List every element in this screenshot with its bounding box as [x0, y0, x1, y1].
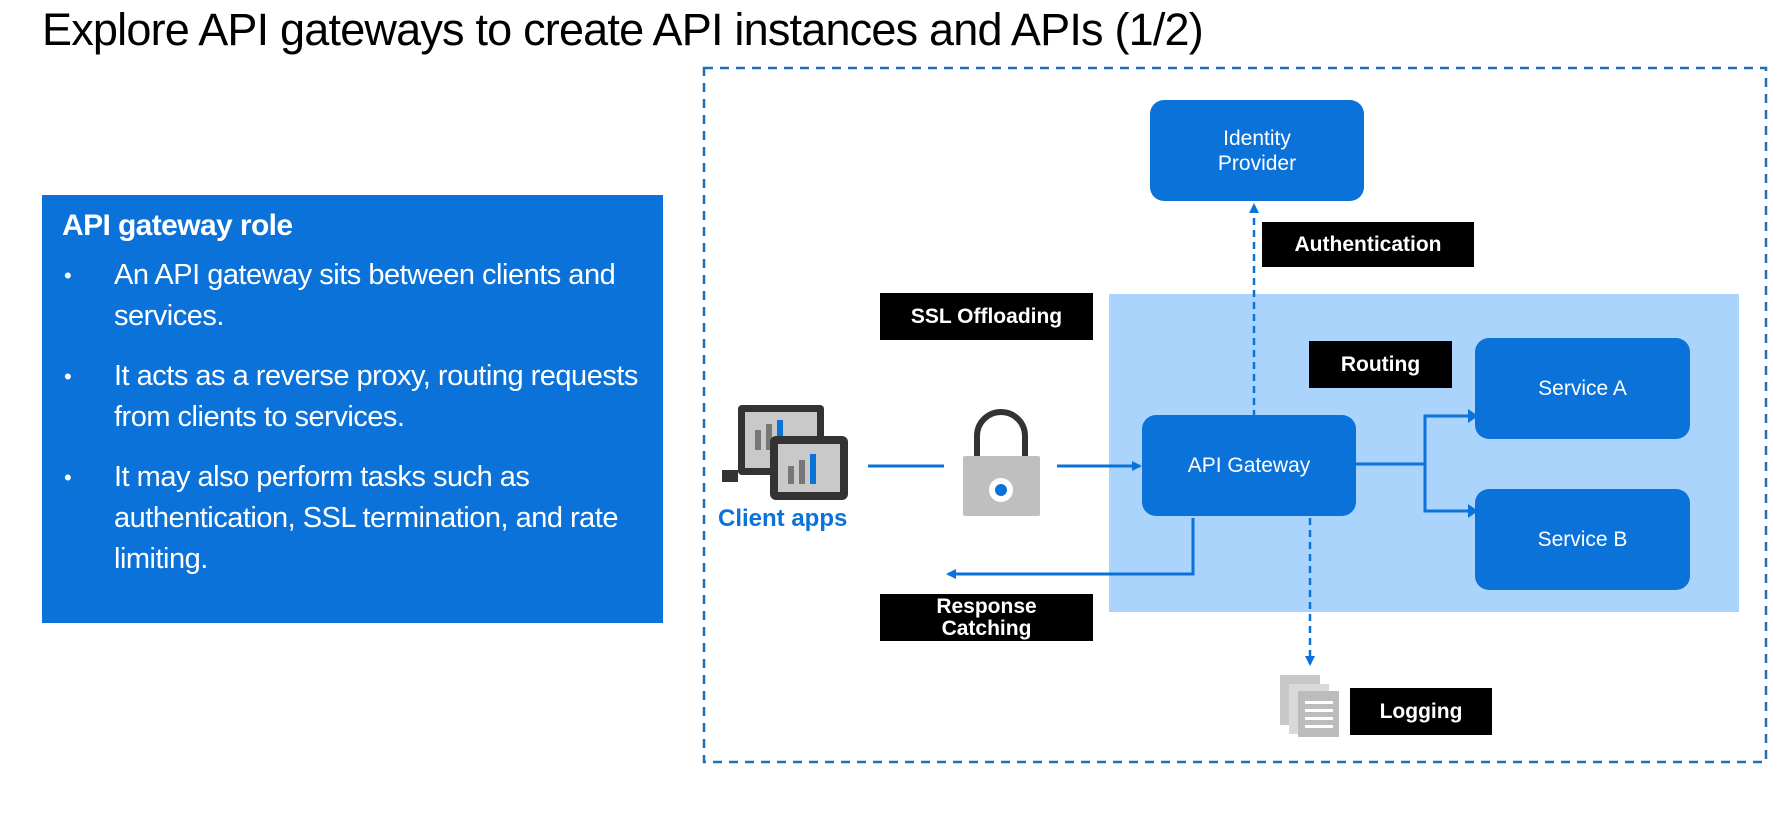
api-gateway-label: API Gateway [1187, 454, 1311, 477]
response-catching-label: Response Catching [880, 594, 1093, 641]
tablet-icon [770, 436, 848, 500]
slide-title: Explore API gateways to create API insta… [42, 4, 1204, 55]
service-b-arrowhead [1468, 504, 1478, 518]
routing-label: Routing [1309, 341, 1452, 388]
authentication-label: Authentication [1262, 222, 1474, 267]
diagram-dashed-border [702, 66, 1768, 764]
gateway-to-services-routing [1356, 414, 1470, 513]
client-apps-label: Client apps [718, 505, 848, 532]
gateway-response-arrow [946, 518, 1195, 579]
ssl-offloading-label: SSL Offloading [880, 293, 1093, 340]
role-heading: API gateway role [62, 209, 293, 242]
api-gateway-node: API Gateway [1142, 415, 1356, 516]
document-stack-icon [1280, 675, 1339, 737]
identity-provider-label: Identity Provider [1217, 126, 1297, 175]
service-b-node: Service B [1475, 489, 1690, 590]
service-a-node: Service A [1475, 338, 1690, 439]
identity-provider-node: Identity Provider [1150, 100, 1364, 201]
role-bullet: It acts as a reverse proxy, routing requ… [62, 356, 643, 438]
logging-label: Logging [1350, 688, 1492, 735]
service-a-arrowhead [1468, 409, 1478, 423]
service-b-label: Service B [1537, 528, 1628, 551]
api-gateway-role-panel: API gateway role An API gateway sits bet… [42, 195, 663, 623]
lock-icon [963, 409, 1040, 516]
role-bullet-list: An API gateway sits between clients and … [62, 255, 643, 580]
role-bullet: An API gateway sits between clients and … [62, 255, 643, 337]
service-a-label: Service A [1538, 377, 1627, 400]
role-bullet: It may also perform tasks such as authen… [62, 457, 643, 580]
